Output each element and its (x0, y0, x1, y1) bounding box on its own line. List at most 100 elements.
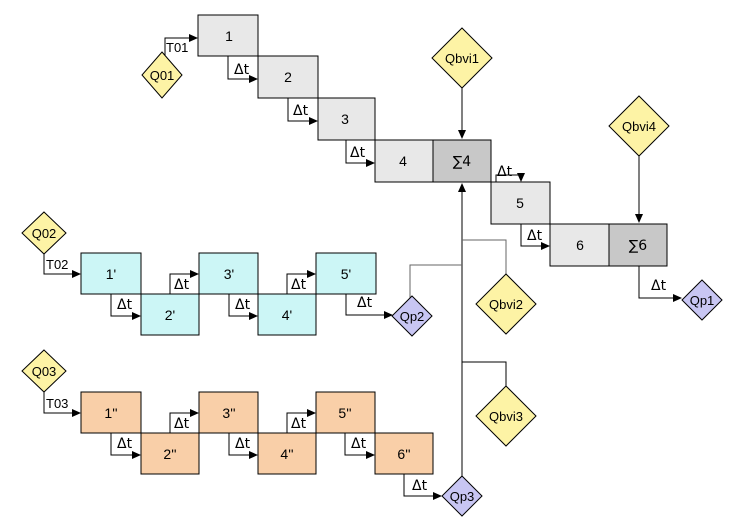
delta-t-label: Δt (412, 478, 428, 494)
q01-node (141, 51, 183, 99)
cell-5-label: 5 (516, 195, 524, 211)
cell-2 (257, 55, 319, 99)
step-arrow-4pp-5pp (286, 409, 316, 433)
cell-4p (257, 293, 317, 336)
connectors (409, 80, 643, 485)
delta-t-label: Δt (497, 164, 513, 180)
cell-6pp (374, 432, 434, 475)
cell-1 (197, 14, 259, 57)
cell-1p-label: 1' (106, 266, 116, 282)
qbvi3-connector (462, 361, 507, 386)
qp3-node (441, 475, 483, 517)
qbvi3-node (475, 385, 537, 447)
cell-4-label: 4 (399, 153, 407, 169)
cell-2-label: 2 (284, 69, 292, 85)
qbvi1-node (431, 27, 493, 89)
delta-t-label: Δt (350, 145, 366, 161)
output-arrow-qp1 (638, 266, 682, 302)
cell-4p-label: 4' (282, 307, 292, 323)
qbvi4-label: Qbvi4 (622, 119, 656, 134)
sum-4-cell (432, 139, 492, 183)
delta-t-label: Δt (293, 103, 309, 119)
qp1-node (681, 279, 723, 321)
cell-6pp-label: 6'' (397, 446, 410, 462)
delta-t-label: Δt (357, 295, 373, 311)
q02-node (21, 211, 67, 255)
cell-3p-label: 3' (224, 266, 234, 282)
delta-t-label: Δt (235, 297, 251, 313)
cell-5 (490, 181, 551, 225)
qbvi2-node (475, 273, 537, 335)
delta-t-label: Δt (651, 278, 667, 294)
delta-t-label: Δt (235, 436, 251, 452)
cell-3-label: 3 (341, 111, 349, 127)
step-arrow-2pp-3pp (169, 409, 199, 433)
delta-t-label: Δt (117, 436, 133, 452)
step-arrow-2p-3p (169, 270, 199, 294)
cell-3pp-label: 3'' (222, 405, 235, 421)
output-arrow-qp2 (345, 294, 393, 319)
delta-t-label: Δt (174, 416, 190, 432)
t01-arrow (164, 34, 198, 63)
cell-5p (315, 252, 377, 295)
t02-arrow (43, 254, 81, 278)
t01-label: T01 (166, 40, 188, 55)
qp3-label: Qp3 (450, 489, 475, 504)
delta-t-label: Δt (291, 277, 307, 293)
chain-3: 1'' 2'' 3'' 4'' 5'' 6'' T03 Δt Δt Δt Δt … (43, 391, 442, 500)
cell-5pp-label: 5'' (338, 405, 351, 421)
cell-6-label: 6 (576, 237, 584, 253)
q01-label: Q01 (150, 68, 175, 83)
cell-2p (140, 293, 200, 336)
step-arrow-1pp-2pp (110, 433, 141, 459)
step-arrow-3p-4p (228, 294, 258, 320)
chain-1: 1 2 3 4 ∑4 5 6 ∑6 T01 Δt Δt Δt Δt Δt Δt (164, 14, 682, 302)
cell-2pp (140, 432, 200, 475)
cell-5p-label: 5' (341, 266, 351, 282)
step-arrow-5-6 (520, 224, 550, 250)
qp2-label: Qp2 (400, 309, 425, 324)
q03-label: Q03 (32, 364, 57, 379)
qbvi4-node (608, 95, 670, 157)
nodes: Q01 Q02 Q03 Qbvi1 Qbvi4 Qbvi2 Qbvi3 Qp1 … (21, 27, 723, 517)
step-arrow-4-5 (495, 173, 525, 182)
cell-1pp-label: 1'' (104, 405, 117, 421)
step-arrow-1-2 (227, 56, 258, 83)
t02-label: T02 (46, 257, 68, 272)
sum-6-cell (608, 223, 668, 267)
qp2-connector (409, 264, 462, 300)
cell-3p (198, 252, 259, 295)
output-arrow-qp3 (403, 474, 442, 500)
cell-2p-label: 2' (165, 307, 175, 323)
delta-t-label: Δt (351, 436, 367, 452)
step-arrow-1p-2p (110, 294, 141, 320)
step-arrow-3-4 (345, 140, 375, 167)
cell-5pp (315, 391, 376, 434)
cell-1-label: 1 (225, 28, 233, 44)
cell-2pp-label: 2'' (163, 446, 176, 462)
qbvi2-connector (462, 239, 507, 276)
cell-1p (80, 252, 142, 295)
cell-3 (317, 97, 376, 141)
sum-4-label: ∑4 (453, 154, 471, 170)
cell-1pp (80, 391, 142, 434)
t03-label: T03 (46, 396, 68, 411)
cell-4pp-label: 4'' (280, 446, 293, 462)
step-arrow-2-3 (287, 98, 318, 125)
sum-6-label: ∑6 (629, 238, 647, 254)
t03-arrow (43, 392, 81, 417)
delta-t-label: Δt (527, 228, 543, 244)
qbvi3-label: Qbvi3 (489, 409, 523, 424)
delta-t-label: Δt (174, 277, 190, 293)
step-arrow-4p-5p (286, 270, 316, 294)
step-arrow-3pp-4pp (228, 433, 258, 459)
q02-label: Q02 (32, 226, 57, 241)
cell-3pp (198, 391, 259, 434)
qbvi1-label: Qbvi1 (445, 51, 479, 66)
cell-6 (549, 223, 610, 267)
qp2-node (391, 295, 433, 337)
chain-2: 1' 2' 3' 4' 5' T02 Δt Δt Δt Δt Δt (43, 252, 393, 336)
delta-t-label: Δt (117, 297, 133, 313)
q03-node (21, 349, 67, 393)
